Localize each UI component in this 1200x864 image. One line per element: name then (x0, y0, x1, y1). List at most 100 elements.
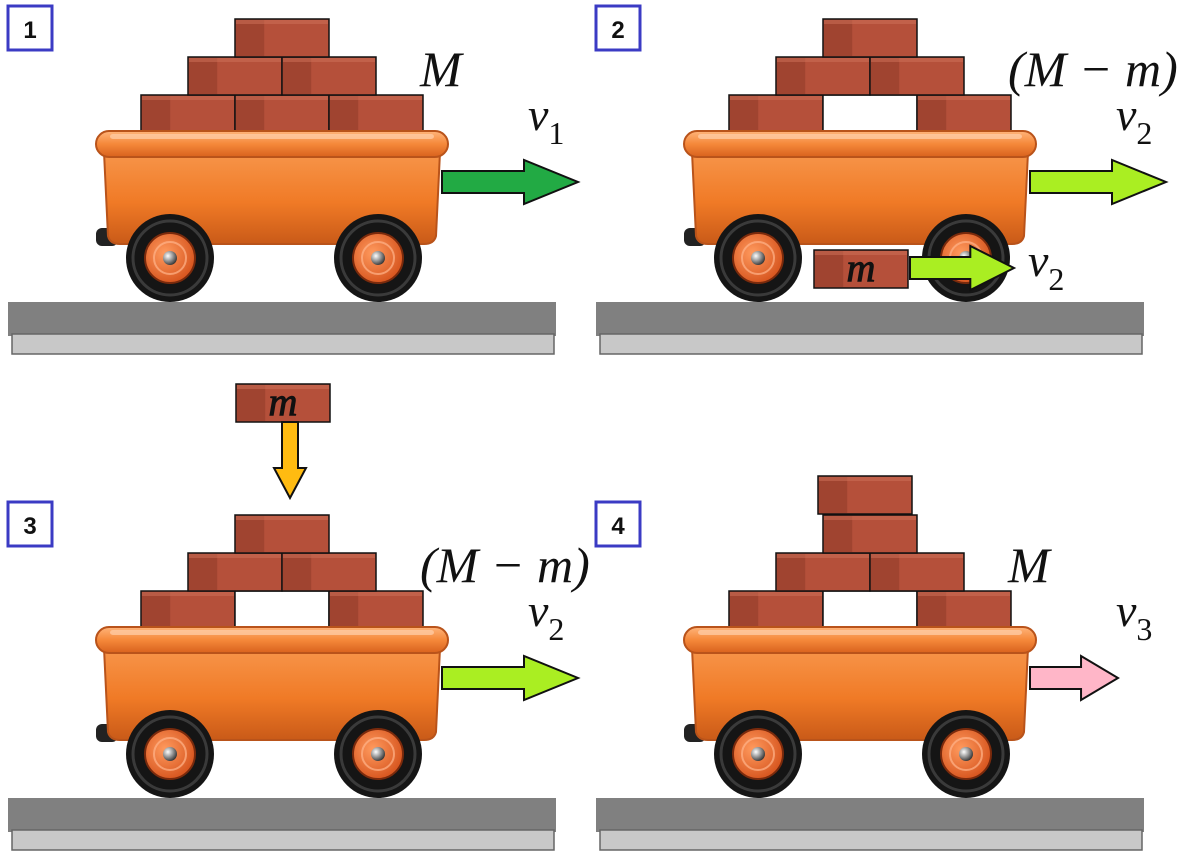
hub-bolt (163, 747, 177, 761)
badge-frame (6, 4, 54, 52)
mass-label: M (1007, 537, 1052, 593)
wheel-rear (126, 214, 214, 302)
velocity-label: v2 (1028, 235, 1064, 297)
brick-highlight (189, 554, 281, 558)
brick-stack (140, 514, 424, 630)
brick-highlight (236, 20, 328, 24)
brick-shade (824, 516, 853, 552)
panel-number-badge: 2 (594, 4, 642, 52)
brick-highlight (819, 477, 911, 481)
tire-ring (339, 219, 417, 297)
ground-top (596, 798, 1144, 832)
brick-middle-left (775, 56, 871, 96)
velocity-subscript: 2 (1136, 115, 1152, 151)
brick-highlight (283, 58, 375, 62)
mass-label: (M − m) (420, 537, 590, 593)
hub-ring (741, 241, 775, 275)
hub-bolt (959, 747, 973, 761)
brick-stack (728, 475, 1012, 630)
ejected-brick: m v2 (813, 235, 1064, 297)
brick-highlight (236, 96, 328, 100)
brick-highlight (142, 96, 234, 100)
brick-highlight (777, 554, 869, 558)
ground-top (8, 302, 556, 336)
ground (596, 798, 1144, 851)
velocity-symbol: v (528, 585, 549, 636)
brick-highlight (824, 516, 916, 520)
brick-highlight (871, 58, 963, 62)
brick-shade (871, 554, 900, 590)
brick-bottom-middle (822, 590, 918, 630)
brick-shade (815, 251, 844, 287)
ejected-brick-label: m (847, 245, 876, 290)
brick-middle-left (775, 552, 871, 592)
ground-base (599, 829, 1143, 851)
hub-ring (949, 737, 983, 771)
brick-top (822, 514, 918, 554)
brick-shade (189, 554, 218, 590)
brick-bottom-left (728, 590, 824, 630)
brick-shade (283, 554, 312, 590)
wagon (683, 626, 1037, 798)
brick-bottom-middle (234, 590, 330, 630)
wheel-front (334, 214, 422, 302)
ground-base (599, 333, 1143, 355)
hub-ring (361, 737, 395, 771)
brick-top (822, 18, 918, 58)
hub-ring (741, 737, 775, 771)
brick-shade (777, 554, 806, 590)
falling-arrow (272, 421, 308, 501)
brick-bottom-right (916, 94, 1012, 134)
hub-bolt (751, 251, 765, 265)
wheel-rear (714, 710, 802, 798)
brick-shade (819, 477, 848, 513)
brick-bottom-left (728, 94, 824, 134)
brick-top (234, 18, 330, 58)
falling-brick: m (235, 379, 331, 501)
brick-shade (142, 592, 171, 628)
badge-frame (594, 4, 642, 52)
brick-highlight (142, 592, 234, 596)
brick-shade (871, 58, 900, 94)
brick-bottom-right (328, 590, 424, 630)
brick-bottom-left (140, 94, 236, 134)
brick-shade (824, 20, 853, 56)
velocity-symbol: v (1028, 235, 1049, 286)
brick-shade (330, 592, 359, 628)
brick-shade (918, 592, 947, 628)
brick-bottom-right (328, 94, 424, 134)
falling-brick-body (235, 383, 331, 423)
panel-3: 3(M − m)v2m (6, 379, 590, 851)
wagon (95, 626, 449, 798)
brick-bottom-middle (234, 94, 330, 134)
panel-number-badge: 3 (6, 500, 54, 548)
velocity-arrow (1029, 654, 1120, 702)
brick-shade (730, 96, 759, 132)
velocity-symbol: v (1116, 89, 1137, 140)
brick-highlight (237, 385, 329, 389)
wagon-rim-highlight (698, 630, 1022, 635)
ground-base (11, 333, 555, 355)
brick-shade (330, 96, 359, 132)
brick-shade (283, 58, 312, 94)
panel-number-badge: 4 (594, 500, 642, 548)
brick-highlight (189, 58, 281, 62)
tire-ring (719, 715, 797, 793)
velocity-symbol: v (528, 89, 549, 140)
tire-ring (719, 219, 797, 297)
panel-number: 4 (611, 513, 625, 540)
velocity-arrow (441, 158, 581, 206)
empty-brick-slot (822, 94, 918, 134)
hub-ring (153, 241, 187, 275)
empty-brick-slot (234, 590, 330, 630)
ground (596, 302, 1144, 355)
wagon-rim-highlight (110, 134, 434, 139)
brick-highlight (871, 554, 963, 558)
brick-highlight (824, 20, 916, 24)
brick-middle-right (281, 552, 377, 592)
hub-bolt (371, 251, 385, 265)
ground-base (11, 829, 555, 851)
velocity-subscript: 3 (1136, 611, 1152, 647)
brick-highlight (330, 592, 422, 596)
brick-highlight (918, 96, 1010, 100)
